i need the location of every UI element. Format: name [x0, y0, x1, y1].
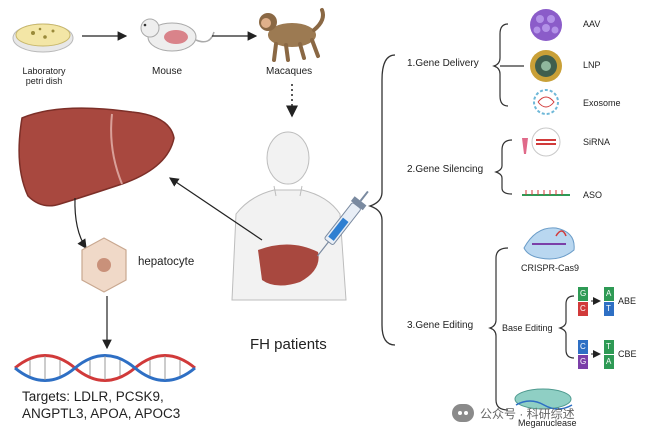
meganuclease-label: Meganuclease [518, 418, 577, 428]
cbe-base-left-1: C [580, 342, 586, 351]
meganuclease-icon [514, 388, 573, 410]
cbe-dna-icon [578, 340, 614, 369]
targets-label: Targets: LDLR, PCSK9, ANGPTL3, APOA, APO… [22, 389, 181, 421]
silencing-bracket [494, 139, 513, 195]
gene-delivery-label: 1.Gene Delivery [407, 58, 479, 69]
macaque-icon [259, 8, 325, 62]
editing-bracket [488, 247, 509, 411]
crispr-cas9-icon [523, 227, 575, 260]
crispr-cas9-label: CRISPR-Cas9 [521, 263, 580, 273]
cbe-label: CBE [618, 349, 637, 359]
base-editing-bracket [558, 295, 575, 359]
watermark-text: 公众号 · 科研综述 [480, 406, 575, 421]
watermark: 公众号 · 科研综述 [452, 404, 575, 422]
sirna-label: SiRNA [583, 137, 611, 147]
aso-icon [522, 190, 570, 196]
arrow-liver-hepatocyte [74, 197, 87, 249]
liver-icon [18, 107, 175, 207]
mouse-label: Mouse [152, 66, 183, 77]
lnp-label: LNP [583, 60, 601, 70]
patient-body-icon [231, 131, 347, 301]
aso-label: ASO [583, 190, 603, 200]
abe-base-left-2: C [580, 304, 586, 313]
wechat-icon [452, 404, 474, 422]
syringe-icon [316, 190, 369, 257]
abe-base-right-1: A [606, 289, 612, 298]
main-bracket [367, 54, 396, 346]
aav-label: AAV [583, 19, 601, 29]
abe-base-right-2: T [606, 304, 611, 313]
exosome-icon [533, 89, 559, 115]
macaque-label: Macaques [266, 66, 313, 77]
hepatocyte-icon [81, 237, 127, 293]
abe-base-left-1: G [580, 289, 587, 298]
exosome-label: Exosome [583, 98, 621, 108]
arrow-patient-liver [169, 177, 263, 241]
cbe-base-right-2: A [606, 357, 612, 366]
cbe-base-right-1: T [606, 342, 611, 351]
gene-editing-label: 3.Gene Editing [407, 320, 474, 331]
petri-dish-label: Laboratory petri dish [22, 66, 66, 86]
mouse-icon [140, 18, 215, 52]
dna-helix-icon [14, 354, 196, 382]
abe-label: ABE [618, 296, 637, 306]
cbe-base-left-2: G [580, 357, 587, 366]
base-editing-label: Base Editing [502, 323, 553, 333]
sirna-icon [522, 127, 561, 157]
gene-silencing-label: 2.Gene Silencing [407, 164, 484, 175]
abe-dna-icon [578, 287, 614, 316]
hepatocyte-label: hepatocyte [138, 256, 195, 268]
petri-dish-icon [12, 23, 74, 53]
delivery-bracket [492, 23, 509, 107]
lnp-icon [530, 50, 562, 82]
aav-icon [530, 9, 562, 41]
fh-patients-label: FH patients [250, 336, 327, 353]
